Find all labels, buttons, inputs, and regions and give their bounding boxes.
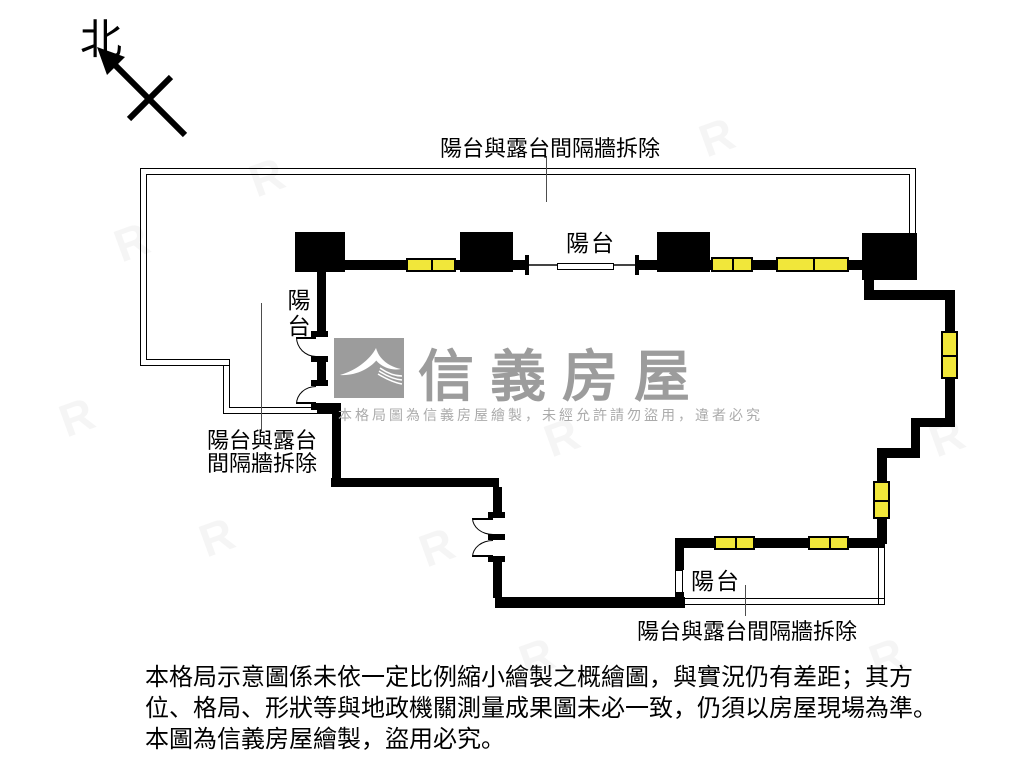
roof-glyph-icon <box>340 348 403 385</box>
terrace-boundary-line <box>684 598 885 599</box>
wall-segment <box>639 260 657 270</box>
wall-segment <box>848 260 862 270</box>
removed-wall-outline <box>557 263 614 270</box>
wall-segment <box>495 597 685 608</box>
annotation-left-note: 陽台與露台 間隔牆拆除 <box>207 429 317 475</box>
column <box>295 232 345 272</box>
background-watermark-mark: R <box>52 386 102 448</box>
terrace-boundary-line <box>146 174 910 175</box>
sinyi-logo-icon <box>334 338 404 398</box>
terrace-boundary-line <box>229 407 319 408</box>
window-marker <box>406 258 456 272</box>
wall-segment <box>332 404 341 487</box>
watermark-brand: 信義房屋 <box>418 347 706 409</box>
disclaimer-line3: 本圖為信義房屋繪製，盜用必究。 <box>145 727 505 753</box>
annotation-left-note-line2: 間隔牆拆除 <box>207 451 318 476</box>
wall-segment <box>945 300 955 333</box>
north-arrow-icon <box>97 47 188 138</box>
wall-segment <box>493 562 502 598</box>
wall-corner <box>317 403 341 414</box>
wall-segment <box>331 478 499 487</box>
door-swing <box>296 337 316 357</box>
terrace-boundary-line <box>223 365 224 414</box>
terrace-boundary-line <box>146 174 147 360</box>
door-jamb <box>311 356 328 362</box>
terrace-boundary-line <box>915 168 916 233</box>
door-jamb <box>311 331 328 337</box>
wall-segment <box>345 260 407 270</box>
column <box>460 232 513 272</box>
door-swing <box>472 540 493 557</box>
window-marker <box>808 536 849 550</box>
terrace-boundary-line <box>140 168 916 169</box>
watermark-notice: 本格局圖為信義房屋繪製，未經允許請勿盜用，違者必究 <box>338 409 763 424</box>
label-top-balcony: 陽台 <box>566 231 616 256</box>
window-marker <box>776 257 849 272</box>
annotation-top-note: 陽台與露台間隔牆拆除 <box>440 136 661 161</box>
wall-segment <box>675 538 885 548</box>
window-marker <box>941 331 958 379</box>
terrace-boundary-line <box>223 413 319 414</box>
column <box>657 232 710 272</box>
leader-line <box>261 303 262 431</box>
wall-segment <box>911 418 955 427</box>
wall-segment <box>454 260 462 270</box>
terrace-boundary-line <box>909 174 910 233</box>
window-marker <box>714 536 755 550</box>
wall-end-cap <box>525 255 529 275</box>
column <box>862 233 917 280</box>
wall-segment <box>864 280 874 292</box>
terrace-boundary-line <box>684 604 885 605</box>
door-swing <box>296 386 316 404</box>
terrace-boundary-line <box>140 168 141 366</box>
wall-segment <box>911 427 920 454</box>
wall-segment <box>675 548 684 570</box>
wall-segment <box>945 377 955 423</box>
wall-segment <box>877 517 887 544</box>
annotation-left-note-line1: 陽台與露台 <box>207 428 318 453</box>
wall-segment <box>513 260 526 270</box>
wall-segment <box>877 448 920 458</box>
disclaimer-text: 本格局示意圖係未依一定比例縮小繪製之概繪圖，與實況仍有差距；其方 位、格局、形狀… <box>145 663 937 756</box>
annotation-bottom-note: 陽台與露台間隔牆拆除 <box>637 619 858 644</box>
door-swing <box>472 518 493 535</box>
wall-segment <box>864 290 955 300</box>
door-jamb <box>488 534 505 540</box>
background-watermark-mark: R <box>412 516 462 578</box>
window-marker <box>873 481 890 519</box>
wall-end-cap <box>635 255 639 275</box>
disclaimer-line1: 本格局示意圖係未依一定比例縮小繪製之概繪圖，與實況仍有差距；其方 <box>145 665 913 691</box>
wall-segment <box>317 362 326 381</box>
leader-line <box>546 156 547 202</box>
wall-segment <box>877 458 887 483</box>
wall-segment <box>753 260 778 270</box>
door-jamb <box>488 512 505 518</box>
wall-opening-outline <box>675 570 683 593</box>
background-watermark-mark: R <box>692 106 742 168</box>
window-marker <box>711 257 753 272</box>
background-watermark-mark: R <box>242 146 292 208</box>
door-jamb <box>488 556 505 562</box>
terrace-boundary-line <box>229 359 230 408</box>
background-watermark-mark: R <box>192 506 242 568</box>
leader-line <box>745 585 746 616</box>
terrace-boundary-line <box>146 359 230 360</box>
door-jamb <box>311 380 328 386</box>
wall-segment <box>493 487 502 513</box>
wall-segment <box>317 272 326 332</box>
terrace-boundary-line <box>884 548 885 605</box>
disclaimer-line2: 位、格局、形狀等與地政機關測量成果圖未必一致，仍須以房屋現場為準。 <box>145 696 937 722</box>
label-bottom-balcony: 陽台 <box>691 569 741 594</box>
label-left-balcony: 陽台 <box>284 288 309 340</box>
terrace-boundary-line <box>878 548 879 605</box>
background-watermark-mark: R <box>107 211 157 273</box>
terrace-boundary-line <box>140 365 230 366</box>
